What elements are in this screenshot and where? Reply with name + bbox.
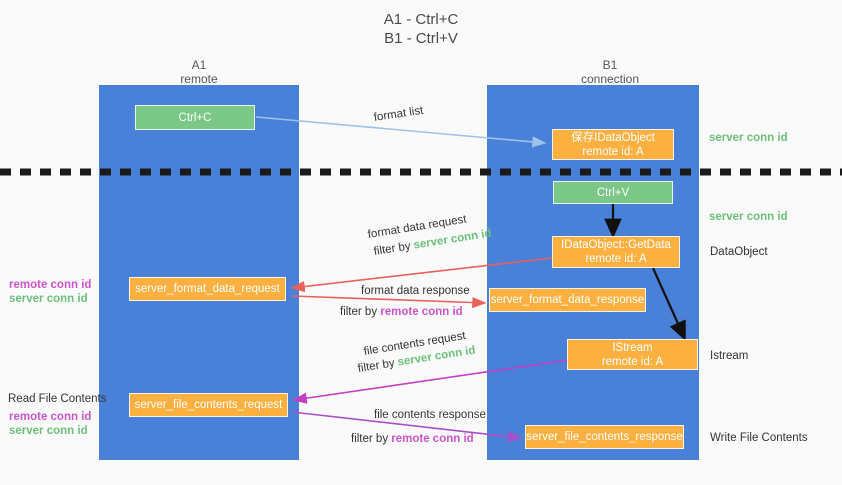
box-save-idataobject-line1: 保存IDataObject — [571, 131, 655, 144]
column-header-a1-sub: remote — [180, 72, 218, 86]
left-label-remote-conn-id-2: remote conn id — [9, 411, 92, 423]
box-save-idataobject-line2: remote id: A — [582, 145, 644, 158]
left-label-server-conn-id-2: server conn id — [9, 425, 88, 437]
edge-label-format-data-response: format data response — [361, 285, 470, 297]
edge-label-file-contents-response-filter: filter by remote conn id — [351, 432, 474, 447]
box-server-file-contents-request[interactable]: server_file_contents_request — [129, 393, 288, 417]
column-header-a1-name: A1 — [191, 58, 207, 72]
box-server-format-data-request-line1: server_format_data_request — [135, 283, 280, 295]
box-server-file-contents-request-line1: server_file_contents_request — [134, 399, 283, 411]
filter-prefix: filter by — [351, 433, 392, 445]
box-server-format-data-request[interactable]: server_format_data_request — [129, 277, 286, 301]
box-server-file-contents-response[interactable]: server_file_contents_response — [525, 425, 684, 449]
column-header-b1-name: B1 — [602, 58, 618, 72]
left-label-read-file-contents: Read File Contents — [8, 393, 107, 405]
box-idataobject-getdata[interactable]: IDataObject::GetData remote id: A — [552, 236, 680, 268]
edge-label-format-list: format list — [373, 104, 425, 124]
left-label-server-conn-id-1: server conn id — [9, 293, 88, 305]
filter-key-remote-conn-id: remote conn id — [380, 306, 463, 318]
box-save-idataobject[interactable]: 保存IDataObject remote id: A — [552, 129, 674, 160]
box-server-format-data-response[interactable]: server_format_data_response — [489, 288, 646, 312]
filter-key-remote-conn-id: remote conn id — [391, 433, 474, 445]
box-idataobject-getdata-line2: remote id: A — [585, 253, 647, 265]
left-label-remote-conn-id-1: remote conn id — [9, 279, 92, 291]
right-label-write-file-contents: Write File Contents — [710, 432, 808, 444]
box-ctrl-v[interactable]: Ctrl+V — [553, 181, 673, 204]
right-label-server-conn-id-top: server conn id — [709, 132, 788, 144]
box-ctrl-v-line1: Ctrl+V — [596, 186, 630, 199]
column-header-b1: B1 connection — [510, 58, 710, 86]
filter-prefix: filter by — [340, 306, 381, 318]
page-title: A1 - Ctrl+C B1 - Ctrl+V — [383, 11, 459, 47]
right-label-dataobject: DataObject — [710, 246, 768, 258]
filter-prefix: filter by — [372, 239, 415, 258]
right-label-server-conn-id-second: server conn id — [709, 211, 788, 223]
right-label-istream: Istream — [710, 350, 749, 362]
box-ctrl-c[interactable]: Ctrl+C — [135, 105, 255, 130]
box-server-file-contents-response-line1: server_file_contents_response — [526, 431, 683, 443]
edge-label-file-contents-response: file contents response — [374, 409, 486, 421]
box-istream-line1: IStream — [612, 341, 653, 354]
box-istream-line2: remote id: A — [601, 355, 664, 368]
box-istream[interactable]: IStream remote id: A — [567, 339, 698, 370]
box-ctrl-c-line1: Ctrl+C — [178, 111, 212, 124]
filter-prefix: filter by — [356, 356, 399, 375]
box-server-format-data-response-line1: server_format_data_response — [490, 294, 645, 306]
edge-label-format-data-response-filter: filter by remote conn id — [340, 305, 463, 320]
box-idataobject-getdata-line1: IDataObject::GetData — [561, 239, 671, 251]
column-header-b1-sub: connection — [580, 72, 640, 86]
column-header-a1: A1 remote — [99, 58, 299, 86]
